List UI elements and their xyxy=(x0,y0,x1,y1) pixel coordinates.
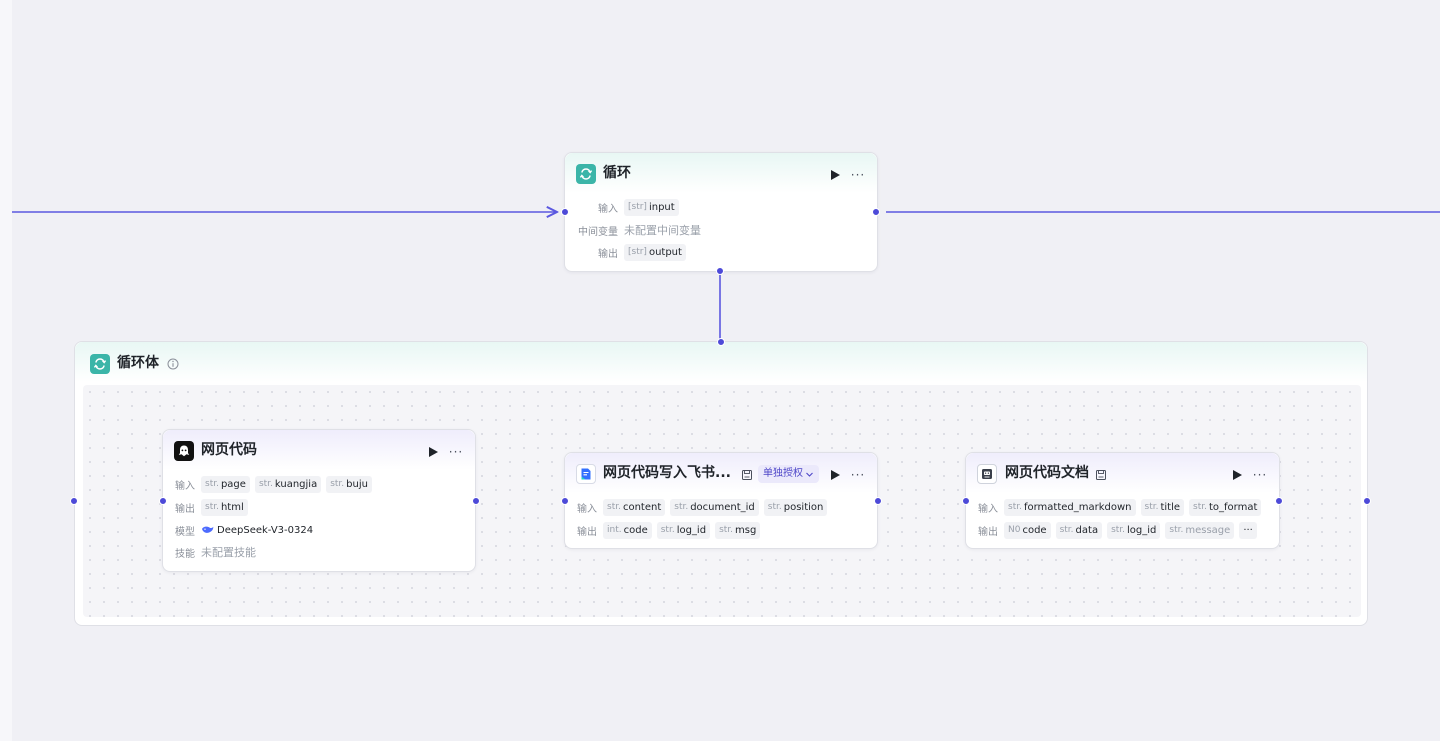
var-chip: str.data xyxy=(1055,521,1103,539)
feishu-doc-icon xyxy=(576,464,596,484)
canvas-left-strip xyxy=(0,0,12,741)
var-chip: str.position xyxy=(763,498,828,516)
loop-node[interactable]: 循环 ··· 输入 [str]input 中间变量 未配置中间变量 输出 [st… xyxy=(564,152,878,272)
chevron-down-icon xyxy=(806,472,813,477)
more-dots-icon[interactable]: ··· xyxy=(448,445,464,459)
info-icon[interactable] xyxy=(167,358,179,370)
var-chip: str.page xyxy=(201,475,250,493)
llm-bot-icon xyxy=(174,441,194,461)
model-name: DeepSeek-V3-0324 xyxy=(217,524,314,536)
doc-input-row: 输入 str.formatted_markdown str.title str.… xyxy=(976,498,1262,516)
save-icon xyxy=(742,470,752,480)
row-label: 输出 xyxy=(175,503,195,515)
var-chip: str.content xyxy=(603,498,666,516)
loop-body-title: 循环体 xyxy=(117,355,159,371)
web-code-output-row: 输出 str.html xyxy=(173,498,248,516)
feishu-output-port[interactable] xyxy=(874,497,882,505)
web-code-skill-row: 技能 未配置技能 xyxy=(173,543,256,561)
loop-mid-row: 中间变量 未配置中间变量 xyxy=(575,221,701,239)
separate-auth-dropdown[interactable]: 单独授权 xyxy=(758,465,819,483)
doc-input-port[interactable] xyxy=(962,497,970,505)
row-label: 模型 xyxy=(175,526,195,538)
row-label: 输入 xyxy=(175,480,195,492)
feishu-input-row: 输入 str.content str.document_id str.posit… xyxy=(575,498,828,516)
more-dots-icon[interactable]: ··· xyxy=(850,168,866,182)
var-chip: int.code xyxy=(603,521,652,539)
web-code-input-port[interactable] xyxy=(159,497,167,505)
loop-body-top-port[interactable] xyxy=(717,338,725,346)
loop-body-end-port[interactable] xyxy=(1363,497,1371,505)
save-icon xyxy=(1096,470,1106,480)
deepseek-whale-icon xyxy=(201,524,215,536)
web-code-model-row: 模型 DeepSeek-V3-0324 xyxy=(173,521,313,539)
loop-body-port[interactable] xyxy=(716,267,724,275)
feishu-input-port[interactable] xyxy=(561,497,569,505)
row-label: 中间变量 xyxy=(578,226,618,238)
var-chip: str.formatted_markdown xyxy=(1004,498,1136,516)
skill-placeholder: 未配置技能 xyxy=(201,546,256,559)
play-icon[interactable] xyxy=(1230,468,1244,482)
var-chip: str.title xyxy=(1140,498,1185,516)
loop-output-port[interactable] xyxy=(872,208,880,216)
feishu-write-node[interactable]: 网页代码写入飞书... 单独授权 ··· 输入 str.content str.… xyxy=(564,452,878,549)
loop-arrows-icon xyxy=(576,164,596,184)
var-chip: str.buju xyxy=(326,475,372,493)
var-chip: str.kuangjia xyxy=(254,475,322,493)
row-label: 输入 xyxy=(978,503,998,515)
row-label: 输入 xyxy=(598,203,618,215)
feishu-header xyxy=(565,453,877,493)
play-icon[interactable] xyxy=(426,445,440,459)
web-code-node[interactable]: 网页代码 ··· 输入 str.page str.kuangjia str.bu… xyxy=(162,429,476,572)
feishu-title: 网页代码写入飞书... xyxy=(603,465,731,481)
doc-output-port[interactable] xyxy=(1275,497,1283,505)
play-icon[interactable] xyxy=(828,168,842,182)
web-code-doc-node[interactable]: 网页代码文档 ··· 输入 str.formatted_markdown str… xyxy=(965,452,1280,549)
var-chip: [str]output xyxy=(624,243,686,261)
var-chip: str.log_id xyxy=(1107,521,1161,539)
feishu-output-row: 输出 int.code str.log_id str.msg xyxy=(575,521,761,539)
var-chip: str.html xyxy=(201,498,248,516)
more-dots-icon[interactable]: ··· xyxy=(850,468,866,482)
var-chip: str.to_format xyxy=(1189,498,1262,516)
auth-label: 单独授权 xyxy=(763,468,803,479)
loop-node-title: 循环 xyxy=(603,165,631,181)
loop-arrows-icon xyxy=(90,354,110,374)
row-label: 输出 xyxy=(978,526,998,538)
loop-input-row: 输入 [str]input xyxy=(575,198,679,216)
doc-title: 网页代码文档 xyxy=(1005,465,1089,481)
row-label: 输入 xyxy=(577,503,597,515)
row-label: 技能 xyxy=(175,548,195,560)
var-chip: str.log_id xyxy=(656,521,711,539)
loop-node-header xyxy=(565,153,877,193)
var-chip: [str]input xyxy=(624,198,679,216)
more-chips-button[interactable]: ··· xyxy=(1239,521,1257,539)
loop-body-start-port[interactable] xyxy=(70,497,78,505)
loop-input-port[interactable] xyxy=(561,208,569,216)
web-code-header xyxy=(163,430,475,470)
row-label: 输出 xyxy=(577,526,597,538)
var-chip: str.msg xyxy=(715,521,761,539)
play-icon[interactable] xyxy=(828,468,842,482)
loop-output-row: 输出 [str]output xyxy=(575,243,686,261)
doc-robot-icon xyxy=(977,464,997,484)
web-code-input-row: 输入 str.page str.kuangjia str.buju xyxy=(173,475,372,493)
var-chip: str.document_id xyxy=(670,498,759,516)
web-code-output-port[interactable] xyxy=(472,497,480,505)
row-label: 输出 xyxy=(598,248,618,260)
web-code-title: 网页代码 xyxy=(201,442,257,458)
more-dots-icon[interactable]: ··· xyxy=(1252,468,1268,482)
mid-placeholder: 未配置中间变量 xyxy=(624,224,701,237)
loop-body-header xyxy=(75,342,1367,382)
doc-header xyxy=(966,453,1279,493)
var-chip: str.message xyxy=(1165,521,1235,539)
